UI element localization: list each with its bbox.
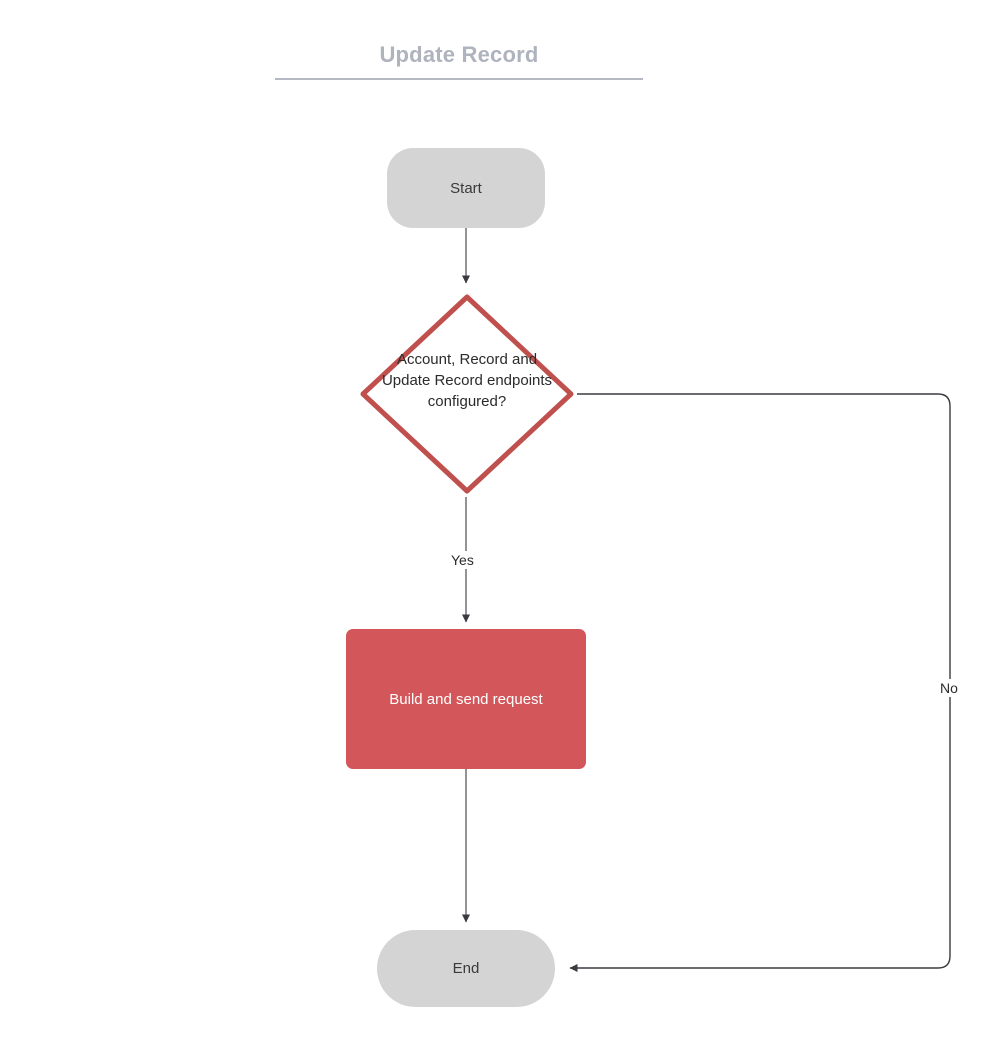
edge-label-yes: Yes xyxy=(447,551,478,569)
page-title: Update Record xyxy=(379,42,539,67)
node-end[interactable]: End xyxy=(377,930,555,1007)
node-decision-label: Account, Record and Update Record endpoi… xyxy=(381,351,553,410)
node-start-label: Start xyxy=(450,179,482,197)
edge-label-no: No xyxy=(936,679,962,697)
decision-diamond-shape xyxy=(360,294,574,494)
diagram-title-block: Update Record xyxy=(275,42,643,82)
node-start[interactable]: Start xyxy=(387,148,545,228)
node-process[interactable]: Build and send request xyxy=(346,629,586,769)
title-underline-divider xyxy=(275,78,643,80)
node-decision[interactable]: Account, Record and Update Record endpoi… xyxy=(357,291,577,497)
node-end-label: End xyxy=(452,960,480,977)
edge-decision-to-end-no xyxy=(569,393,951,972)
node-process-label: Build and send request xyxy=(389,690,543,708)
